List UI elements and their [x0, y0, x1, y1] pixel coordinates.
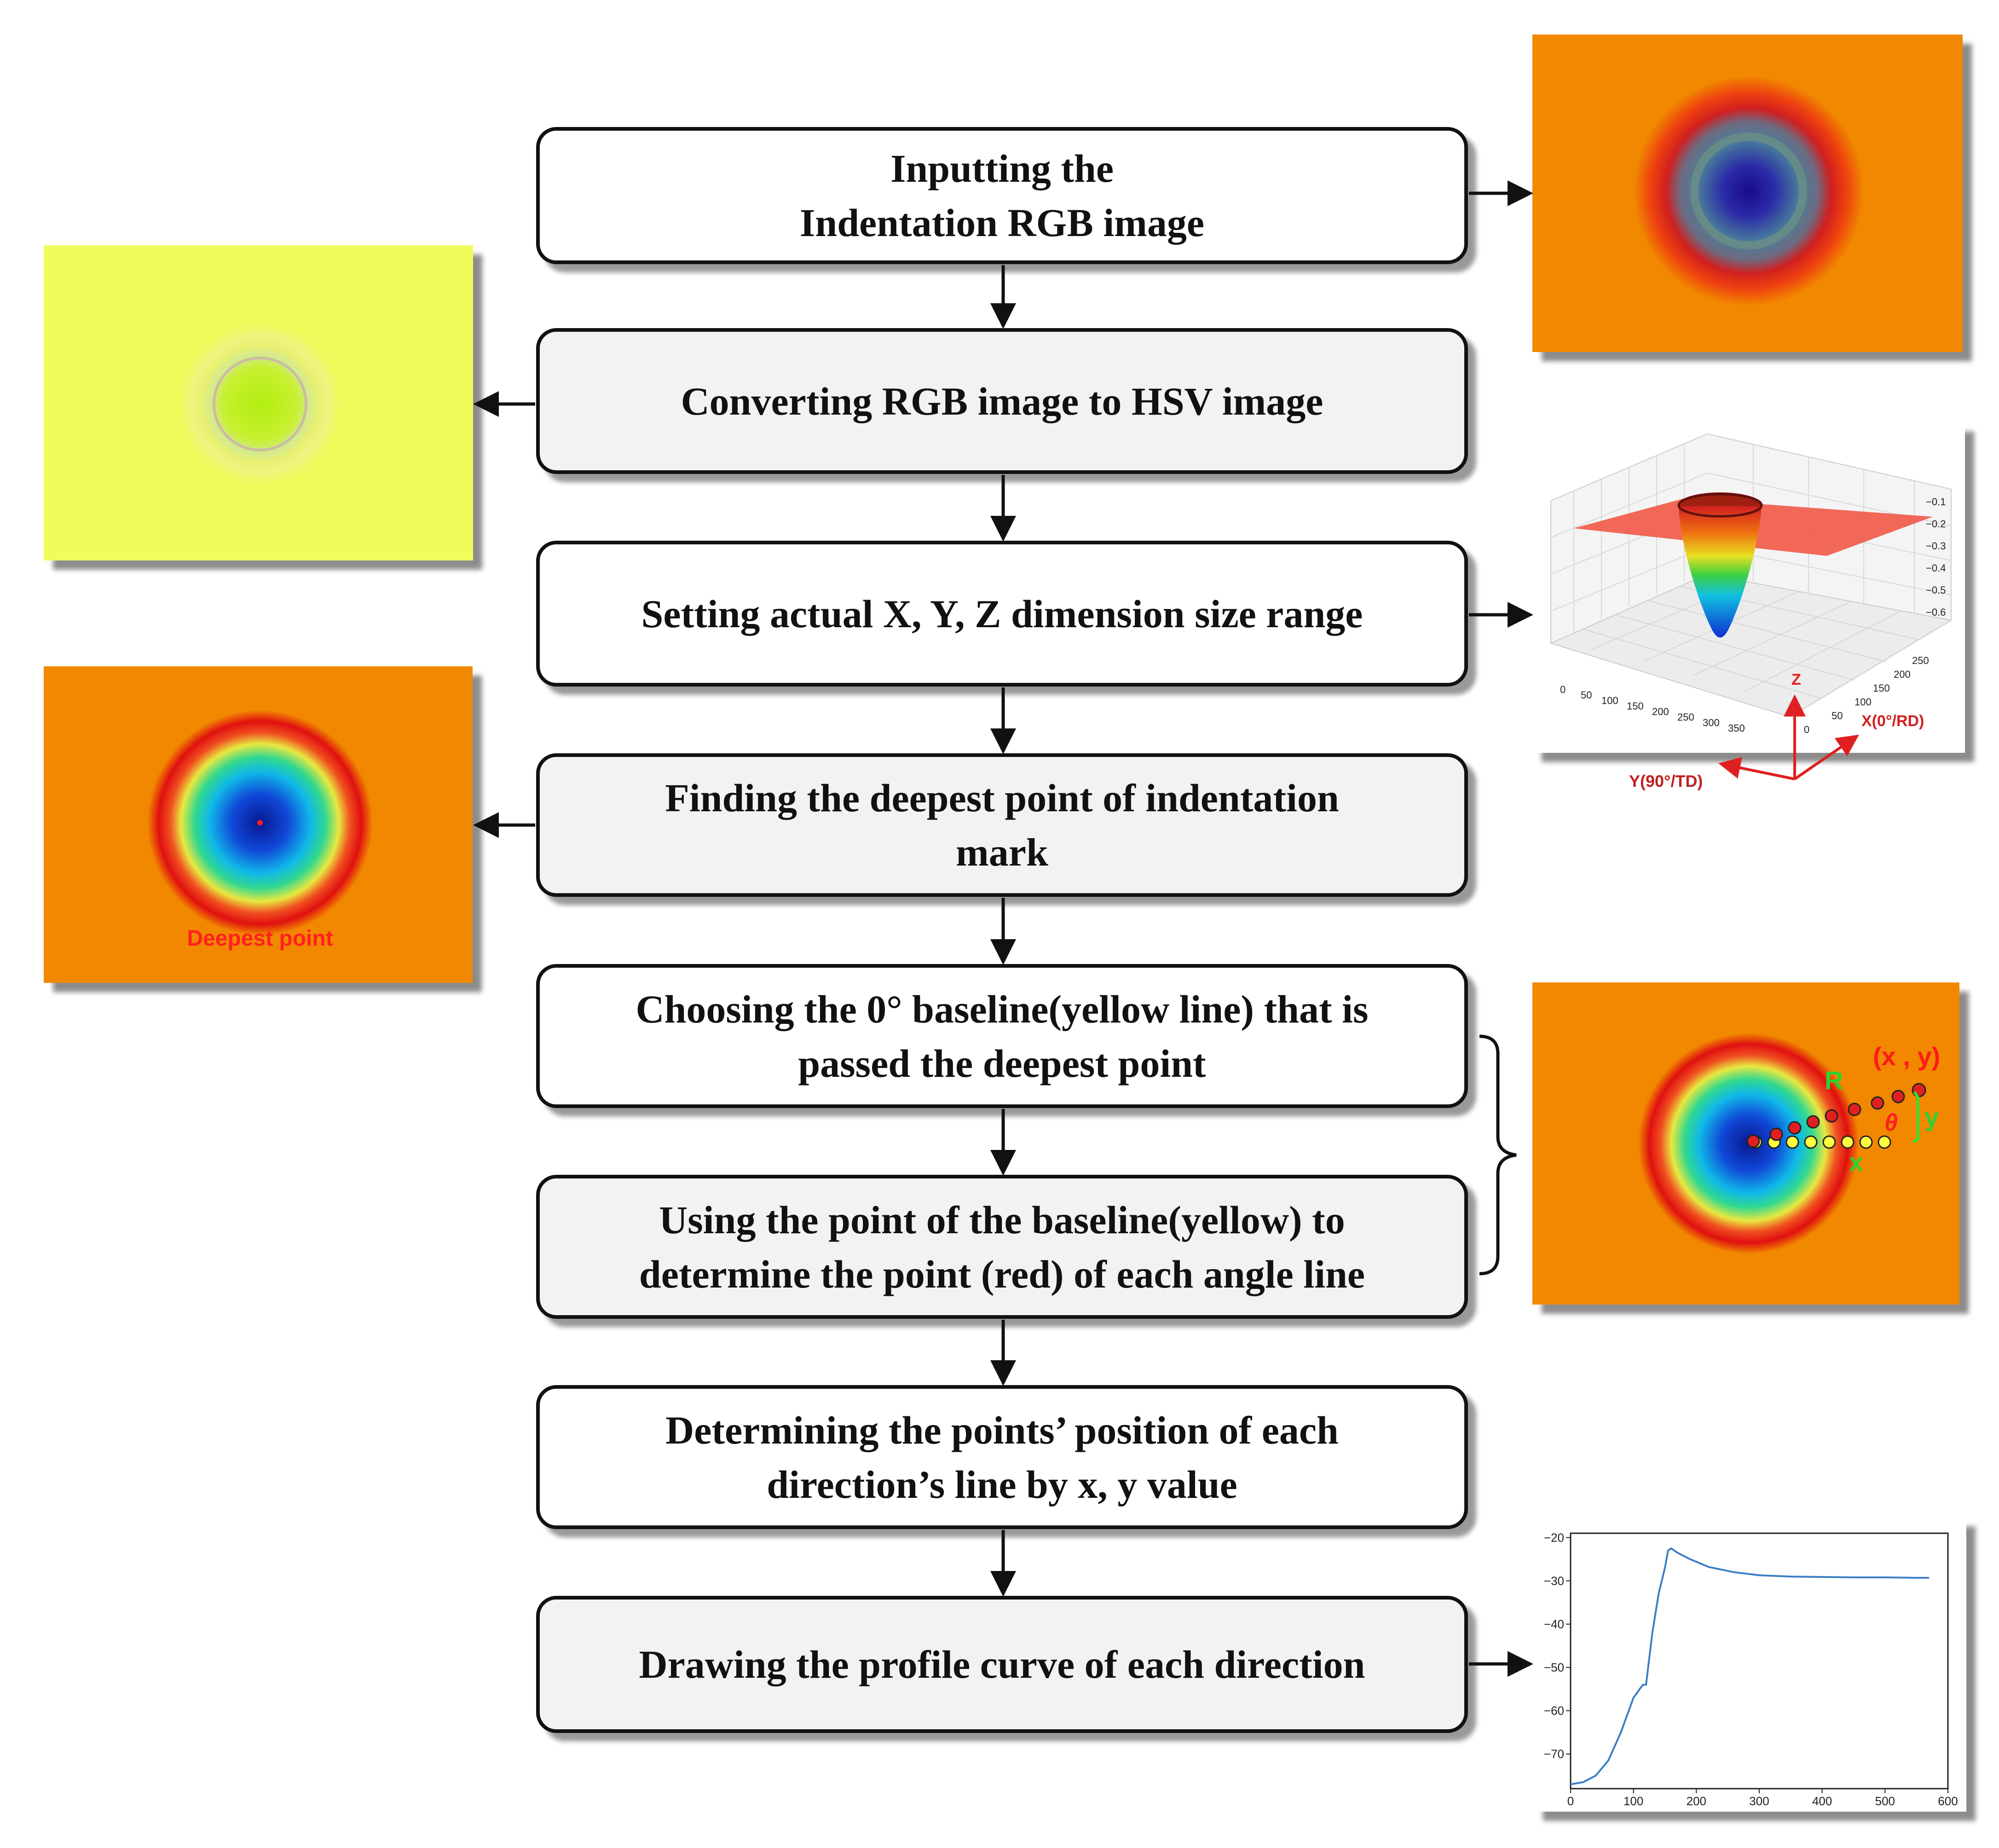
z-tick-6: −0.6 [1926, 606, 1946, 618]
z-tick-2: −0.2 [1926, 518, 1946, 530]
x-tick-label-6: 600 [1938, 1794, 1958, 1808]
x-tick-label-3: 300 [1749, 1794, 1769, 1808]
step-6-box: Using the point of the baseline(yellow) … [536, 1175, 1468, 1319]
step-5-line-2: passed the deepest point [798, 1041, 1206, 1086]
step-1-line-1: Inputting the [890, 146, 1114, 191]
y-tick-3: 100 [1601, 695, 1618, 706]
y-tick-label-5: −70 [1544, 1747, 1564, 1761]
step-6-line-1: Using the point of the baseline(yellow) … [659, 1197, 1345, 1242]
step-4-line-1: Finding the deepest point of indentation [665, 776, 1339, 820]
step-1-line-2: Indentation RGB image [799, 201, 1205, 245]
rgb-image-panel [1532, 35, 1963, 352]
z-tick-3: −0.3 [1926, 540, 1946, 552]
deepest-point-label: Deepest point [187, 926, 333, 951]
y-tick-2: 50 [1581, 689, 1592, 701]
grouping-brace [1479, 1034, 1517, 1276]
x-tick-label-5: 500 [1875, 1794, 1895, 1808]
step-3-line-1: Setting actual X, Y, Z dimension size ra… [641, 591, 1363, 636]
y-tick-label-2: −40 [1544, 1617, 1564, 1631]
y-tick-8: 350 [1728, 722, 1745, 734]
x-tick-label-4: 400 [1812, 1794, 1832, 1808]
y-label: y [1924, 1103, 1939, 1132]
x-tick-label-1: 100 [1623, 1794, 1643, 1808]
step-7-line-2: direction’s line by x, y value [767, 1462, 1237, 1507]
theta-label: θ [1884, 1109, 1898, 1136]
step-5-box: Choosing the 0° baseline(yellow line) th… [536, 964, 1468, 1108]
angle-line-panel: (x , y) R θ y x [1532, 982, 1959, 1305]
step-7-box: Determining the points’ position of each… [536, 1385, 1468, 1529]
x-tick-6: 250 [1912, 655, 1929, 666]
profile-chart: 0 100 200 300 400 500 600 −20 −30 −40 −50 −60 −70 [1544, 1530, 1958, 1808]
step-5-line-1: Choosing the 0° baseline(yellow line) th… [636, 987, 1369, 1031]
profile-line-0 [1570, 1547, 1929, 1785]
y-tick-label-1: −30 [1544, 1574, 1564, 1588]
z-tick-1: −0.1 [1926, 496, 1946, 508]
step-3-box: Setting actual X, Y, Z dimension size ra… [536, 541, 1468, 687]
y-tick-6: 250 [1677, 711, 1694, 723]
x-tick-3: 100 [1855, 696, 1872, 708]
deepest-point-panel: Deepest point [44, 666, 473, 983]
plot-frame [1570, 1532, 1949, 1790]
y-tick-4: 150 [1627, 700, 1644, 712]
z-tick-5: −0.5 [1926, 584, 1946, 596]
x-tick-label-0: 0 [1567, 1794, 1574, 1808]
z-tick-4: −0.4 [1926, 562, 1946, 574]
x-tick-1: 0 [1804, 724, 1809, 735]
step-2-line-1: Converting RGB image to HSV image [681, 379, 1323, 423]
point-xy-label: (x , y) [1873, 1042, 1940, 1071]
y-tick-label-0: −20 [1544, 1530, 1564, 1544]
y-tick-5: 200 [1652, 706, 1669, 717]
y-tick-label-4: −60 [1544, 1704, 1564, 1718]
y-tick-1: 0 [1560, 684, 1566, 695]
y-tick-label-3: −50 [1544, 1661, 1564, 1675]
x-tick-label-2: 200 [1687, 1794, 1706, 1808]
step-2-box: Converting RGB image to HSV image [536, 328, 1468, 474]
x-tick-4: 150 [1873, 682, 1890, 694]
x-tick-5: 200 [1894, 669, 1911, 680]
y-tick-7: 300 [1703, 717, 1720, 728]
step-8-line-1: Drawing the profile curve of each direct… [639, 1642, 1365, 1686]
surface-plot-panel: −0.1 −0.2 −0.3 −0.4 −0.5 −0.6 0 50 100 1… [1532, 422, 1965, 753]
x-label: x [1849, 1148, 1863, 1177]
y-axis-label: Y(90°/TD) [1629, 772, 1703, 791]
step-4-box: Finding the deepest point of indentation… [536, 753, 1468, 897]
step-1-box: Inputting the Indentation RGB image [536, 127, 1468, 264]
step-4-line-2: mark [956, 830, 1048, 874]
step-6-line-2: determine the point (red) of each angle … [639, 1252, 1365, 1296]
profile-curve-panel: 0 100 200 300 400 500 600 −20 −30 −40 −50 −60 −70 [1534, 1517, 1966, 1812]
step-7-line-1: Determining the points’ position of each [665, 1408, 1339, 1452]
x-axis-label: X(0°/RD) [1861, 712, 1924, 730]
r-label: R [1825, 1066, 1843, 1095]
z-axis-label: Z [1791, 671, 1801, 688]
x-tick-2: 50 [1831, 710, 1843, 722]
hsv-image-panel [44, 245, 473, 560]
step-8-box: Drawing the profile curve of each direct… [536, 1596, 1468, 1733]
